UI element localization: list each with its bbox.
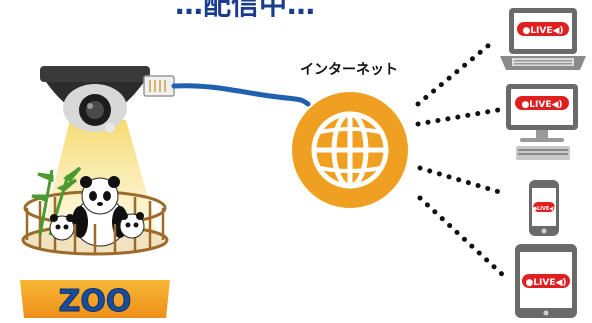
dotted-line-tablet [417,195,507,279]
panda-cub-right-icon [119,212,145,239]
internet-label: インターネット [300,62,398,78]
dome-camera-icon [40,66,150,133]
live-badge-desktop: ●LIVE◀) [515,96,569,110]
live-badge-tablet: ●LIVE◀) [522,274,570,288]
zoo-label: ZOO [59,284,132,319]
live-badge-text: ●LIVE◀) [521,100,562,110]
dotted-line-laptop [415,37,498,107]
live-badge-phone: ●LIVE◀) [533,202,556,212]
dotted-line-phone [417,165,509,197]
desktop-monitor-icon [506,84,578,160]
fence-front [73,224,117,255]
live-badge-text: ●LIVE◀) [525,278,566,288]
globe-icon [292,92,408,208]
dotted-line-desktop [415,107,501,127]
live-badge-text: ●LIVE◀) [533,206,556,212]
laptop-icon [500,8,586,70]
zoo-sign: ZOO [20,280,170,320]
ethernet-plug-icon [143,75,175,97]
header-title: …配信中… [175,0,315,21]
panda-adult-icon [72,176,128,247]
live-badge-text: ●LIVE◀) [522,26,563,36]
live-badge-laptop: ●LIVE◀) [517,22,569,36]
panda-cub-left-icon [49,214,75,241]
network-cable [171,83,311,107]
dotted-connectors [415,37,509,279]
